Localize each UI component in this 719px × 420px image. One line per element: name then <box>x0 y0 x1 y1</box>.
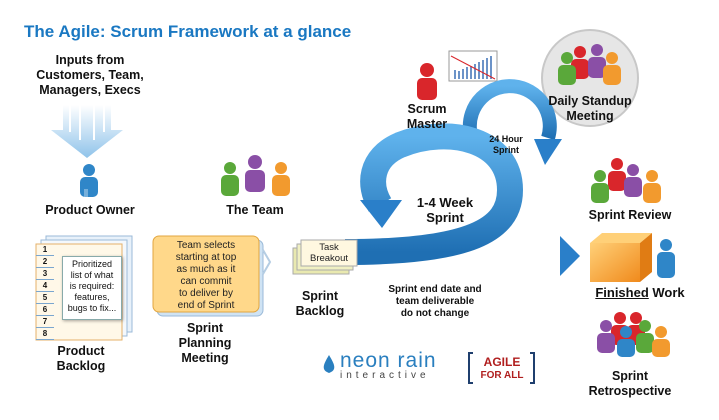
daily-standup-line2: Meeting <box>566 109 614 123</box>
planning-note-line2: starting at top <box>175 252 237 263</box>
product-backlog-label: Product Backlog <box>36 344 126 374</box>
planning-box <box>152 235 272 317</box>
page-title: The Agile: Scrum Framework at a glance <box>24 22 352 41</box>
24-hour-line2: Sprint <box>493 145 519 155</box>
24-hour-sprint-label: 24 Hour Sprint <box>476 134 536 156</box>
week-sprint-label: 1-4 Week Sprint <box>400 195 490 225</box>
scrum-master-label: Scrum Master <box>397 102 457 132</box>
product-owner-icon <box>80 164 98 198</box>
backlog-note-line5: bugs to fix... <box>67 303 117 313</box>
daily-standup-label: Daily Standup Meeting <box>540 94 640 124</box>
backlog-row-3: 3 <box>36 268 54 280</box>
scrum-master-icon <box>417 63 437 100</box>
backlog-row-7: 7 <box>36 316 54 328</box>
inputs-line2: Customers, Team, <box>36 68 144 82</box>
finished-work-label: Finished Work <box>575 285 705 300</box>
backlog-row-6: 6 <box>36 304 54 316</box>
the-team-label: The Team <box>226 203 284 217</box>
planning-line2: Planning <box>178 336 232 350</box>
planning-note-line1: Team selects <box>176 240 236 251</box>
backlog-note-line3: is required: <box>69 281 115 291</box>
24-hour-loop-arrow <box>462 79 562 165</box>
inputs-line3: Managers, Execs <box>39 83 141 97</box>
for-all-text: FOR ALL <box>480 370 524 381</box>
inputs-label: Inputs from Customers, Team, Managers, E… <box>30 53 150 98</box>
sprint-review-label: Sprint Review <box>588 208 672 222</box>
backlog-note: Prioritized list of what is required: fe… <box>62 256 122 320</box>
interactive-text: interactive <box>340 370 430 381</box>
finished-word: Finished <box>595 285 649 300</box>
backlog-row-2: 2 <box>36 256 54 268</box>
daily-standup-line1: Daily Standup <box>548 94 632 108</box>
daily-standup-circle <box>541 29 639 127</box>
planning-line3: Meeting <box>181 351 229 365</box>
neon-rain-text: neon rain <box>340 349 437 372</box>
sprint-retrospective-icon <box>597 312 670 357</box>
backlog-note-line1: Prioritized <box>71 259 112 269</box>
sprint-end-note: Sprint end date and team deliverable do … <box>370 284 500 320</box>
retrospective-line1: Sprint <box>611 369 649 383</box>
backlog-row-5: 5 <box>36 292 54 304</box>
backlog-note-line2: list of what <box>70 270 114 280</box>
planning-note-line5: to deliver by <box>179 288 233 299</box>
planning-note-line4: can commit <box>180 276 232 287</box>
finished-work-box <box>590 233 675 282</box>
sprint-end-line1: Sprint end date and <box>388 284 482 295</box>
retrospective-line2: Retrospective <box>588 384 672 398</box>
product-owner-label: Product Owner <box>45 203 135 217</box>
backlog-row-8: 8 <box>36 328 54 340</box>
agile-for-all-logo: AGILE FOR ALL <box>472 356 532 382</box>
sprint-backlog-line2: Backlog <box>295 304 345 318</box>
task-breakout-label: Task Breakout <box>301 242 357 264</box>
task-breakout-line2: Breakout <box>309 253 349 264</box>
burndown-chart-icon <box>448 50 498 82</box>
sprint-backlog-line1: Sprint <box>301 289 339 303</box>
24-hour-line1: 24 Hour <box>489 134 523 144</box>
week-sprint-line1: 1-4 Week <box>416 195 474 210</box>
agile-text: AGILE <box>483 355 521 369</box>
backlog-row-4: 4 <box>36 280 54 292</box>
scrum-master-line1: Scrum <box>407 102 447 116</box>
sprint-backlog-label: Sprint Backlog <box>285 289 355 319</box>
neon-rain-logo: neon rain interactive <box>340 349 437 381</box>
product-backlog-list: 1 2 3 4 5 6 7 8 Prioritized list of what… <box>36 244 122 340</box>
neon-rain-drop-icon <box>323 355 335 373</box>
product-backlog-line1: Product <box>57 344 105 358</box>
planning-line1: Sprint <box>186 321 224 335</box>
work-word: Work <box>648 285 685 300</box>
planning-note-line3: as much as it <box>176 264 236 275</box>
task-breakout-line1: Task <box>319 242 339 253</box>
backlog-note-line4: features, <box>74 292 110 302</box>
scrum-master-line2: Master <box>406 117 448 131</box>
backlog-row-1: 1 <box>36 244 54 256</box>
planning-note: Team selects starting at top as much as … <box>153 240 259 312</box>
task-breakout-stack <box>292 239 358 275</box>
sprint-end-line3: do not change <box>400 308 470 319</box>
inputs-line1: Inputs from <box>55 53 125 67</box>
agile-for-all-brackets <box>468 352 535 384</box>
product-backlog-line2: Backlog <box>56 359 106 373</box>
sprint-end-line2: team deliverable <box>395 296 475 307</box>
week-sprint-line2: Sprint <box>426 210 464 225</box>
team-icon <box>221 155 290 196</box>
input-arrows <box>51 105 123 158</box>
sprint-review-icon <box>591 158 661 203</box>
planning-note-line6: end of Sprint <box>177 300 235 311</box>
sprint-retrospective-label: Sprint Retrospective <box>575 369 685 399</box>
sprint-planning-label: Sprint Planning Meeting <box>160 321 250 366</box>
